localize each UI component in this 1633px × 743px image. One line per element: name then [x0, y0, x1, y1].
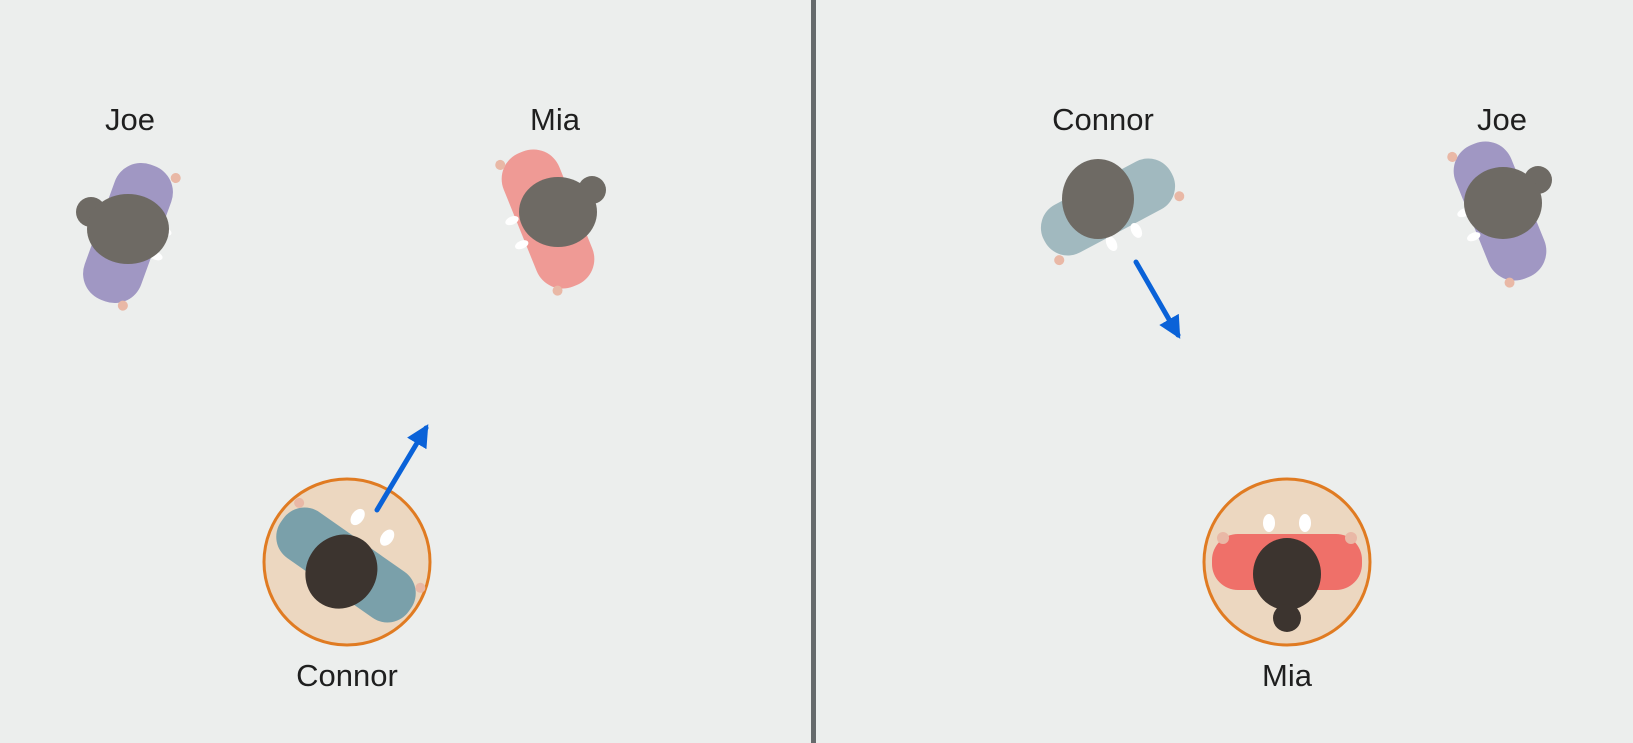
head — [1464, 167, 1542, 239]
label-connor: Connor — [1052, 102, 1154, 137]
left-panel: Joe Mia Connor — [76, 102, 606, 693]
hand — [117, 300, 128, 311]
head — [1253, 538, 1321, 610]
label-mia: Mia — [530, 102, 581, 137]
shoe — [515, 240, 529, 250]
label-mia: Mia — [1262, 658, 1313, 693]
gaze-arrow-left — [374, 424, 429, 513]
head-joe — [76, 194, 169, 264]
hand — [1504, 277, 1515, 288]
head-joe — [1464, 166, 1552, 239]
shoe — [350, 508, 365, 526]
label-joe: Joe — [1477, 102, 1527, 137]
hand — [1054, 255, 1065, 266]
hand — [1217, 532, 1229, 544]
hand — [170, 172, 181, 183]
gaze-arrow-right — [1133, 259, 1181, 339]
hand — [552, 285, 563, 296]
label-joe: Joe — [105, 102, 155, 137]
shoe — [1105, 236, 1118, 252]
shoe — [505, 216, 519, 226]
panel-divider — [811, 0, 816, 743]
hand — [294, 497, 305, 508]
hand — [1447, 151, 1458, 162]
head — [519, 177, 597, 247]
shoe — [1467, 232, 1481, 242]
right-panel: Connor Joe Mia — [1040, 102, 1552, 693]
hand — [1345, 532, 1357, 544]
head — [305, 534, 378, 609]
person-connor — [276, 497, 426, 623]
shoe — [380, 529, 395, 546]
shoe — [1130, 223, 1143, 238]
shoe — [1299, 514, 1311, 532]
hand — [1174, 191, 1185, 202]
shoe — [1263, 514, 1275, 532]
hand — [415, 582, 426, 593]
head-mia — [519, 176, 606, 247]
hand — [495, 159, 506, 170]
person-mia — [1212, 514, 1362, 632]
hair-bun — [1273, 604, 1301, 632]
head-connor — [1062, 159, 1134, 239]
label-connor: Connor — [296, 658, 398, 693]
head — [87, 194, 169, 264]
